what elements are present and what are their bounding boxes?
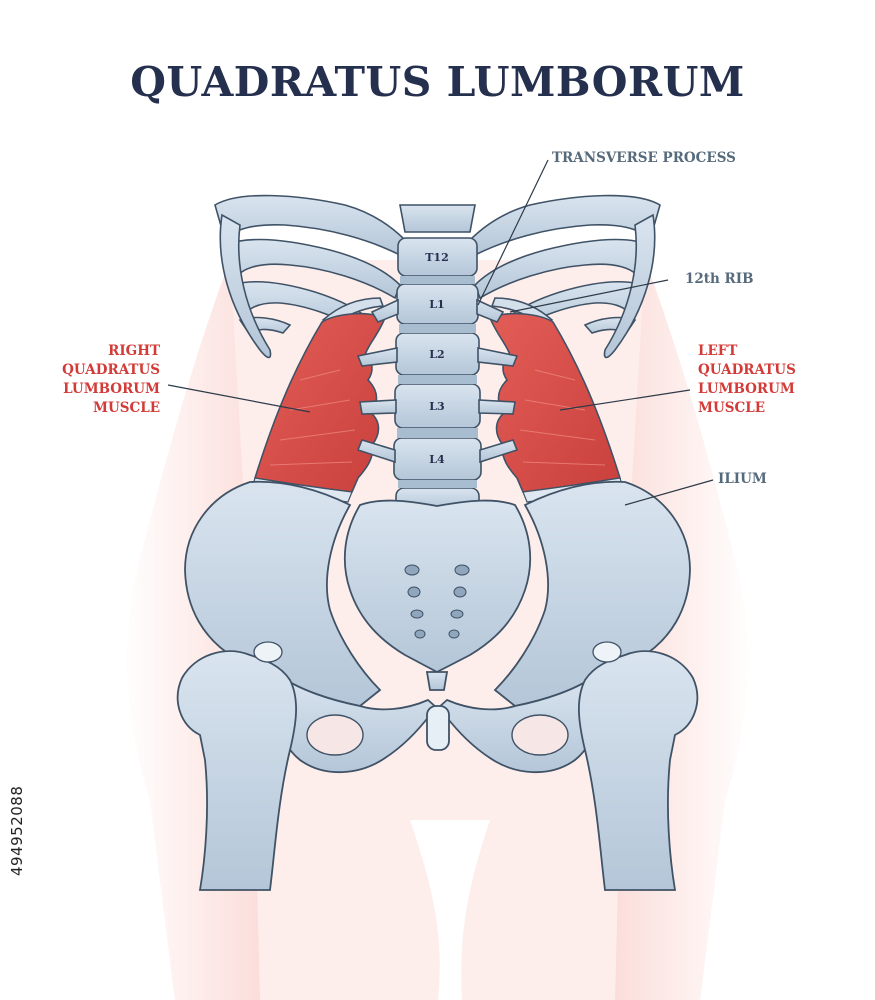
label-line: RIGHT	[108, 343, 160, 359]
vertebra-label-l2: L2	[429, 348, 445, 361]
pelvis-foramina	[306, 714, 569, 756]
label-left-quadratus-lumborum-muscle: LEFT QUADRATUS LUMBORUM MUSCLE	[698, 342, 828, 418]
label-line: LEFT	[698, 343, 738, 359]
vertebra-label-l3: L3	[429, 400, 445, 413]
label-ilium: ILIUM	[718, 471, 767, 487]
page-title: QUADRATUS LUMBORUM	[130, 58, 745, 106]
spine	[356, 204, 519, 511]
label-12th-rib: 12th RIB	[685, 271, 754, 287]
vertebra-label-l4: L4	[429, 453, 445, 466]
rib-cage	[214, 194, 661, 359]
label-line: QUADRATUS	[698, 362, 796, 378]
leader-right-qlm	[167, 384, 311, 413]
label-transverse-process: TRANSVERSE PROCESS	[552, 150, 736, 166]
sacral-foramina	[404, 564, 470, 639]
vertebra-label-t12: T12	[425, 251, 449, 264]
label-line: MUSCLE	[93, 400, 160, 416]
leader-ilium	[624, 479, 714, 506]
leader-left-qlm	[559, 389, 691, 411]
leader-transverse-process	[477, 159, 549, 306]
hip-joints	[253, 641, 622, 663]
label-line: MUSCLE	[698, 400, 765, 416]
label-line: QUADRATUS	[62, 362, 160, 378]
leader-lines	[167, 159, 714, 506]
vertebra-label-l1: L1	[429, 298, 445, 311]
femur	[176, 650, 699, 891]
leader-12th-rib	[509, 279, 669, 313]
stock-id: 494952088	[8, 785, 26, 876]
label-line: LUMBORUM	[63, 381, 160, 397]
label-line: LUMBORUM	[698, 381, 795, 397]
label-right-quadratus-lumborum-muscle: RIGHT QUADRATUS LUMBORUM MUSCLE	[40, 342, 160, 418]
